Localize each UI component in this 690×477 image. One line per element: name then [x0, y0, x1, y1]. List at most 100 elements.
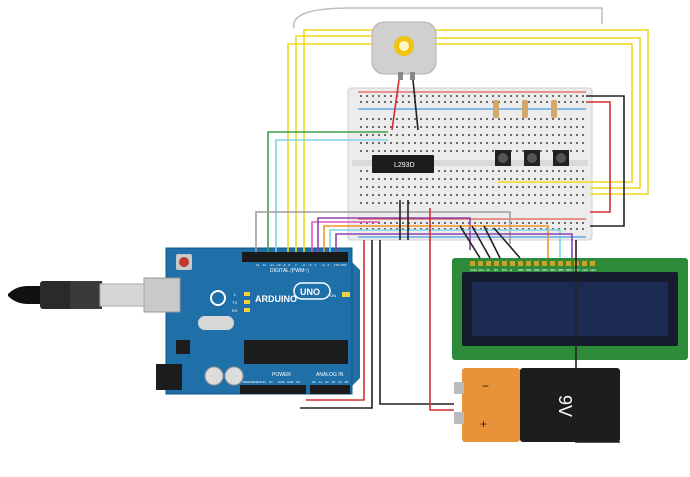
push-buttons — [495, 150, 569, 166]
lcd-pin-label: LED — [582, 268, 589, 272]
lcd-pin-7[interactable]: DB0 — [518, 261, 524, 272]
lcd-pin-10[interactable]: DB3 — [542, 261, 548, 272]
push-button-3[interactable] — [553, 150, 569, 166]
analog-pin-label: A2 — [325, 380, 329, 384]
power-pin-label: Vin — [296, 380, 301, 384]
digital-pin-label: ~6 — [302, 263, 306, 267]
power-pin-label: RESET — [251, 380, 261, 384]
battery-plus: + — [480, 417, 487, 431]
digital-pin-label: TX1 — [334, 263, 340, 267]
lcd-screen — [472, 282, 668, 336]
digital-header-label: DIGITAL (PWM~) — [270, 268, 309, 274]
lcd-pin-label: DB7 — [574, 268, 580, 272]
lcd-pin-label: DB5 — [558, 268, 564, 272]
push-button-1[interactable] — [495, 150, 511, 166]
lcd-pin-label: LED — [590, 268, 597, 272]
lcd-pin-15[interactable]: LED — [582, 261, 589, 272]
lcd-pin-label: GND — [470, 268, 478, 272]
lcd-pin-4[interactable]: RS — [494, 261, 499, 272]
digital-pin-label: ~9 — [282, 263, 286, 267]
wires — [255, 7, 649, 443]
9v-battery[interactable]: − + 9V — [454, 368, 620, 442]
arduino-logo: ARDUINO — [255, 294, 297, 304]
wire-yellow-3 — [303, 29, 372, 252]
digital-pin-label: 4 — [315, 263, 317, 267]
lcd-pin-11[interactable]: DB4 — [550, 261, 556, 272]
power-label: POWER — [272, 372, 291, 378]
lcd-pin-8[interactable]: DB1 — [526, 261, 532, 272]
lcd-pin-9[interactable]: DB2 — [534, 261, 540, 272]
power-pin-label: GND — [278, 380, 286, 384]
analog-pin-label: A5 — [345, 380, 349, 384]
wire-yellow-2 — [295, 35, 372, 252]
lcd-pin-5[interactable]: RW — [502, 261, 507, 272]
lcd-pin-label: V0 — [486, 268, 490, 272]
arduino-uno-board[interactable]: ARDUINO UNO DIGITAL (PWM~) POWER ANALOG … — [143, 247, 360, 395]
power-pin-label: 5V — [269, 380, 273, 384]
tx-label: TX — [232, 300, 237, 305]
analog-header[interactable] — [310, 385, 350, 394]
lcd-pin-label: DB4 — [550, 268, 556, 272]
power-pin-label: GND — [287, 380, 295, 384]
resistors[interactable] — [493, 100, 557, 118]
wire-yellow-1 — [287, 43, 372, 252]
analog-label: ANALOG IN — [316, 372, 344, 378]
arduino-model: UNO — [300, 287, 320, 297]
digital-pin-label: ~10 — [276, 263, 281, 267]
analog-pin-label: A3 — [332, 380, 336, 384]
lcd-pin-6[interactable]: E — [510, 261, 515, 272]
digital-pin-label: 8 — [289, 263, 291, 267]
push-button-2[interactable] — [524, 150, 540, 166]
rx-label: RX — [232, 308, 238, 313]
l293d-driver-chip[interactable]: L293D — [372, 155, 434, 173]
lcd-pin-label: VCC — [478, 268, 485, 272]
power-header[interactable] — [240, 385, 306, 394]
lcd-pin-3[interactable]: V0 — [486, 261, 491, 272]
wire-yellow-5 — [436, 37, 641, 189]
lcd-pin-12[interactable]: DB5 — [558, 261, 564, 272]
wire-yellow-6 — [436, 43, 633, 183]
arduino-text: ARDUINO UNO DIGITAL (PWM~) POWER ANALOG … — [232, 268, 344, 378]
battery-label: 9V — [555, 395, 575, 417]
lcd-pin-label: DB6 — [566, 268, 572, 272]
digital-pin-label: ~3 — [321, 263, 325, 267]
digital-pin-label: RX0 — [341, 263, 347, 267]
driver-chip-label: L293D — [394, 162, 415, 169]
analog-pin-label: A4 — [338, 380, 342, 384]
digital-pin-label: ~5 — [308, 263, 312, 267]
wire-yellow-4 — [436, 29, 649, 195]
digital-pin-label: 7 — [295, 263, 297, 267]
lcd-pin-label: DB0 — [518, 268, 524, 272]
usb-plug-icon[interactable] — [8, 281, 145, 309]
lcd-pin-13[interactable]: DB6 — [566, 261, 572, 272]
led-on-label: ON — [330, 293, 336, 298]
usb-port[interactable] — [143, 277, 181, 313]
wire-cyan — [275, 139, 388, 252]
digital-pin-label: ~11 — [269, 263, 274, 267]
lcd-pin-label: RW — [502, 268, 507, 272]
digital-pin-label: 12 — [263, 263, 267, 267]
digital-pin-label: 2 — [328, 263, 330, 267]
lcd-pin-2[interactable]: VCC — [478, 261, 485, 272]
analog-pin-label: A1 — [319, 380, 323, 384]
lcd-pin-1[interactable]: GND — [470, 261, 478, 272]
digital-pin-label: 13 — [256, 263, 260, 267]
analog-pin-label: A0 — [312, 380, 316, 384]
lcd-pin-label: DB1 — [526, 268, 532, 272]
dc-motor-icon[interactable] — [371, 21, 437, 80]
lcd-pin-label: DB3 — [542, 268, 548, 272]
power-pin-label: 3.3V — [260, 380, 266, 384]
power-pin-label: IOREF — [242, 380, 251, 384]
breadboard[interactable] — [347, 87, 593, 241]
digital-header[interactable] — [242, 252, 348, 262]
atmega-chip — [244, 340, 348, 364]
battery-minus: − — [482, 379, 489, 393]
led-l-label: L — [234, 292, 237, 297]
lcd-pin-label: DB2 — [534, 268, 540, 272]
lcd-pin-label: E — [510, 268, 512, 272]
lcd-pin-16[interactable]: LED — [590, 261, 597, 272]
lcd-pin-label: RS — [494, 268, 498, 272]
power-jack[interactable] — [156, 364, 182, 390]
